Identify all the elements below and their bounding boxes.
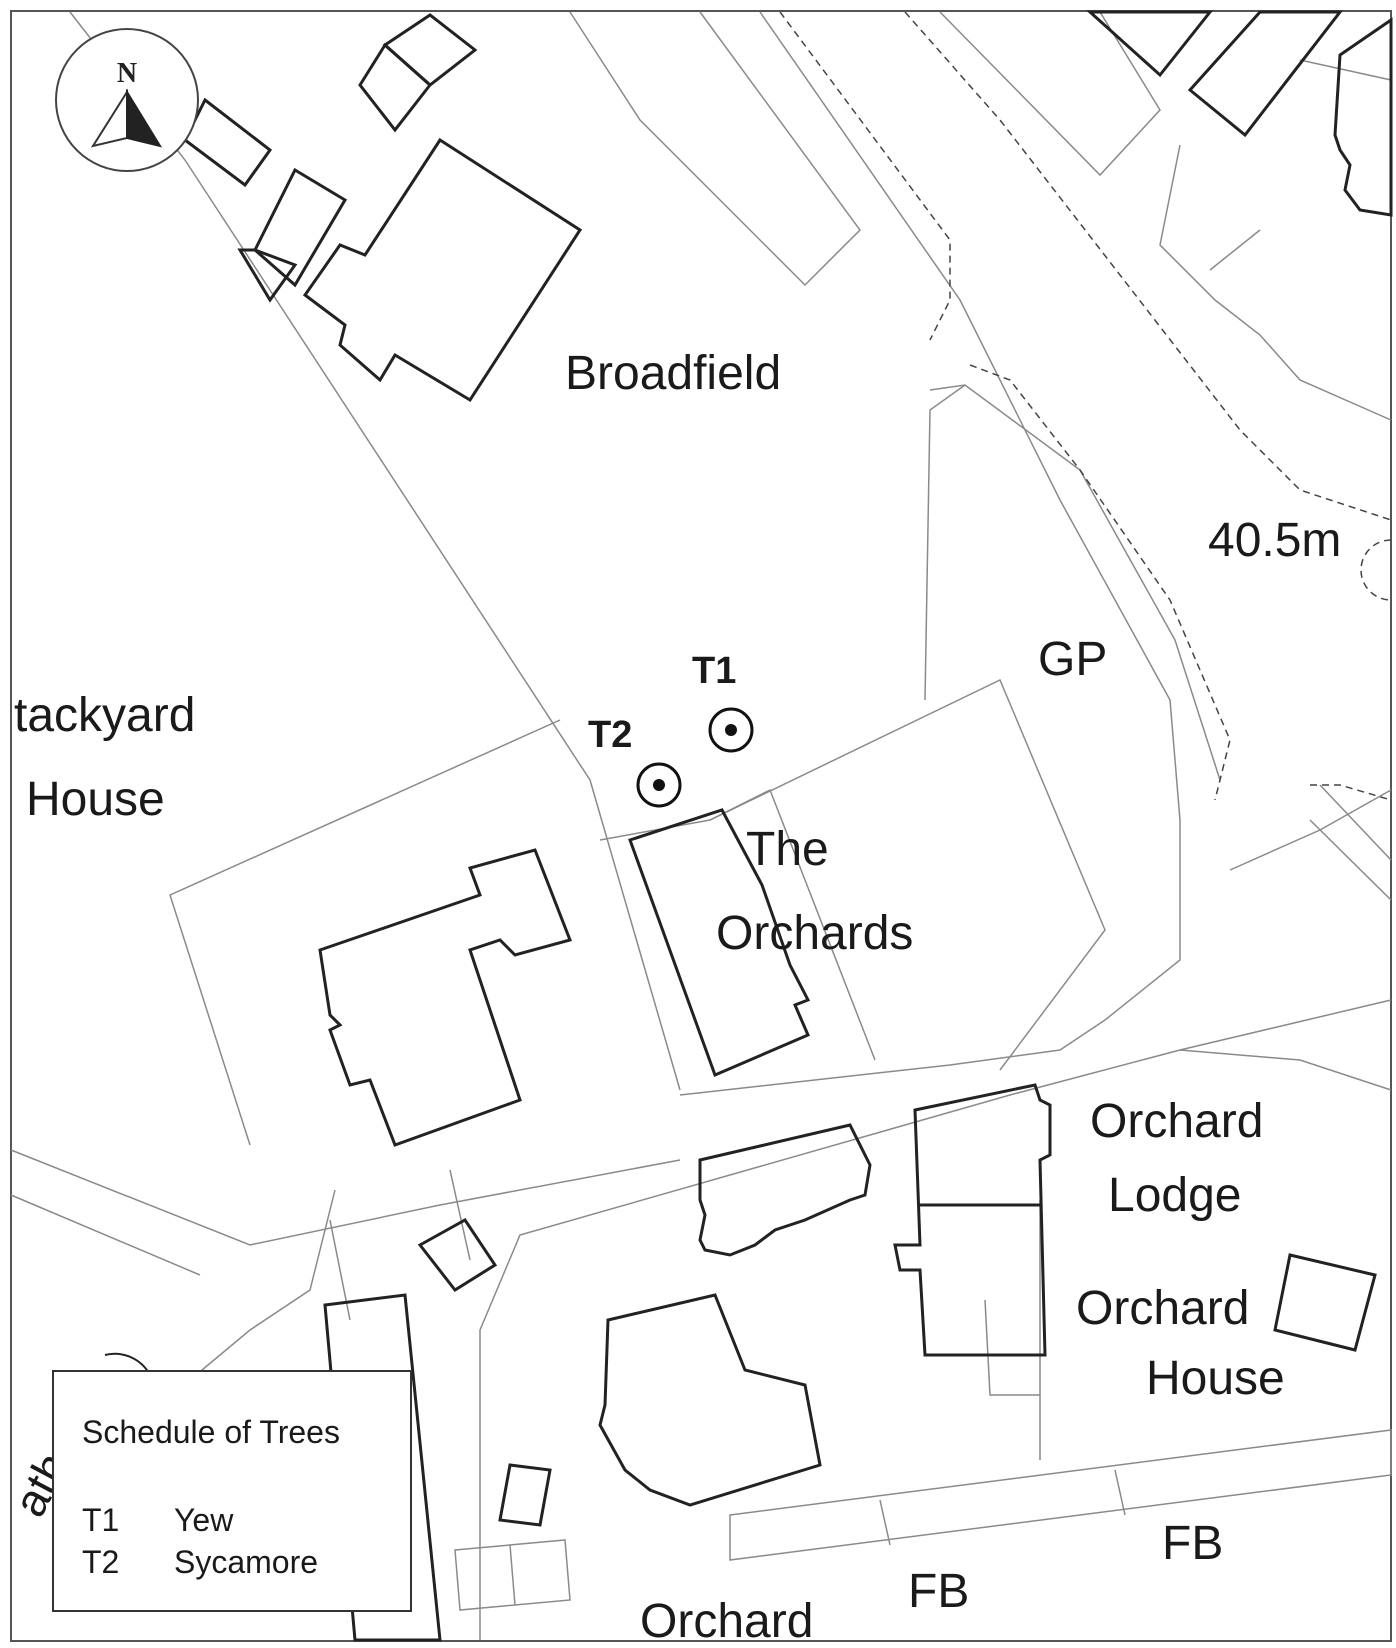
building-shed-2 [358, 42, 433, 133]
label-fb-2: FB [908, 1565, 970, 1618]
label-orchard-house-line1: Orchard [1076, 1282, 1250, 1335]
tree-t2-symbol [636, 762, 682, 808]
building-shed-south [498, 1463, 552, 1527]
label-orchard-lodge-line2: Lodge [1108, 1169, 1242, 1222]
label-broadfield: Broadfield [565, 347, 782, 400]
label-orchard-bottom: Orchard [640, 1595, 814, 1648]
building-west-large [318, 848, 573, 1147]
schedule-row-code: T1 [82, 1502, 120, 1538]
boundary-lines [10, 11, 1392, 1640]
building-the-orchards [628, 808, 811, 1078]
label-fb-1: FB [1162, 1517, 1224, 1570]
label-the-orchards-line1: The [746, 823, 829, 876]
tree-label-t1: T1 [692, 650, 737, 692]
schedule-row-species: Sycamore [174, 1544, 319, 1580]
building-shed-4 [253, 167, 348, 288]
building-se-square [1273, 1253, 1377, 1352]
schedule-row: T2 Sycamore [82, 1544, 318, 1581]
building-garage-centre [698, 1123, 872, 1257]
building-shed-5 [237, 248, 298, 303]
building-shed-1 [382, 13, 478, 87]
tree-label-t2: T2 [588, 714, 633, 756]
schedule-row: T1 Yew [82, 1502, 233, 1539]
building-orchard-lodge [893, 1083, 1052, 1357]
schedule-row-species: Yew [174, 1502, 234, 1538]
label-orchard-house-line2: House [1146, 1352, 1285, 1405]
schedule-title: Schedule of Trees [82, 1414, 340, 1450]
building-ne-3 [1333, 17, 1393, 217]
label-gp: GP [1038, 633, 1108, 686]
building-broadfield-main [302, 137, 583, 403]
label-orchard-lodge-line1: Orchard [1090, 1095, 1264, 1148]
building-orchard-house [598, 1293, 822, 1507]
dashed-boundaries [779, 11, 1392, 801]
label-the-orchards-line2: Orchards [716, 907, 914, 960]
compass-rose: N [55, 28, 199, 172]
building-ne-2 [1187, 10, 1344, 138]
label-elevation: 40.5m [1208, 514, 1342, 567]
buildings [183, 10, 1393, 1642]
tree-t1-symbol [708, 707, 754, 753]
building-ne-1 [1086, 10, 1214, 78]
tree-symbols [636, 707, 754, 808]
schedule-of-trees-box: Schedule of Trees T1 Yew T2 Sycamore [52, 1370, 412, 1612]
schedule-row-code: T2 [82, 1544, 120, 1580]
map-frame [10, 10, 1392, 1642]
label-stackyard-line2: House [26, 773, 165, 826]
label-stackyard-line1: tackyard [14, 689, 196, 742]
north-label: N [117, 58, 137, 89]
building-outbuilding-small [417, 1218, 498, 1292]
